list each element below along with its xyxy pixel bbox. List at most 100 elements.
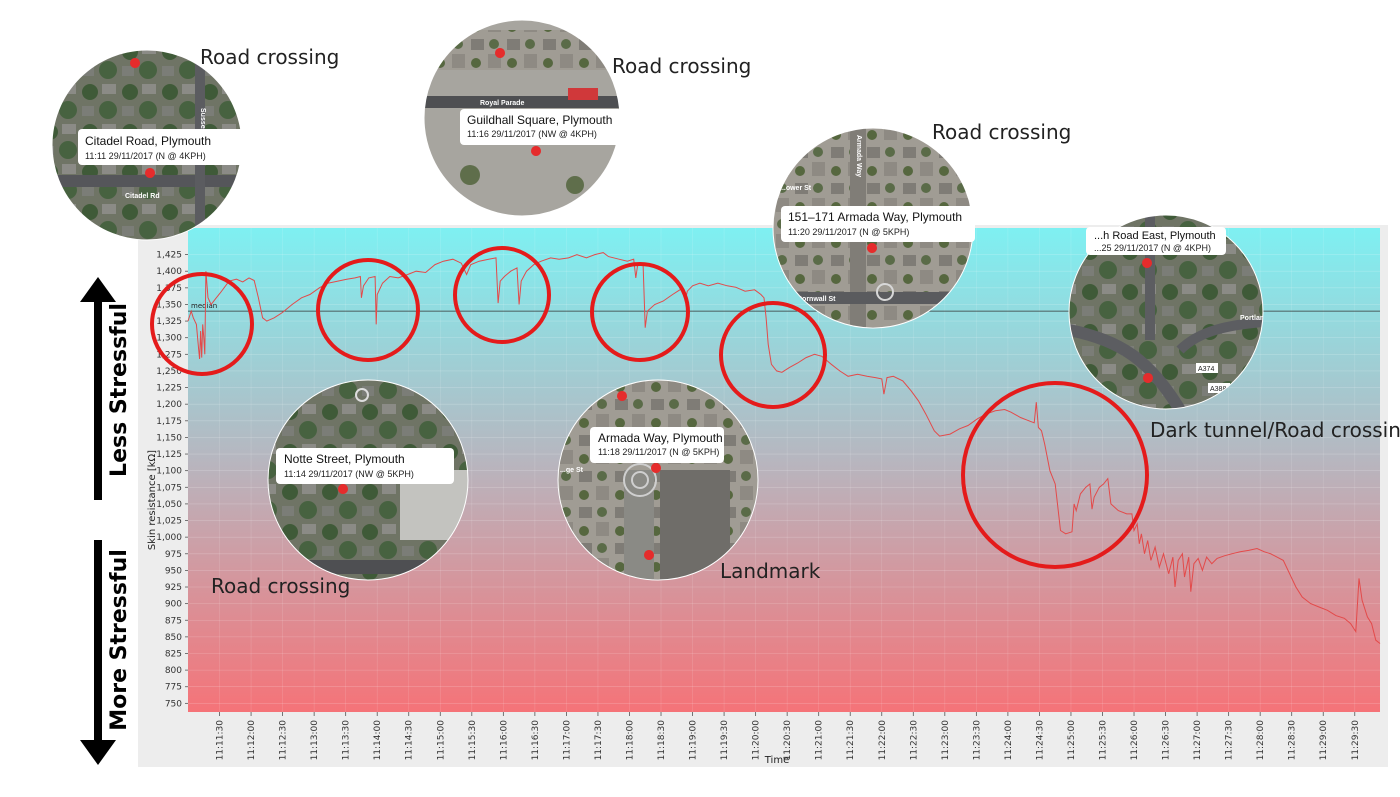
street-label: Royal Parade: [480, 100, 524, 107]
map-popup: [276, 448, 454, 484]
map-pin-icon: [867, 243, 878, 253]
x-tick-label: 11:15:00: [436, 720, 446, 761]
street-label: ...ge St: [560, 467, 584, 474]
y-tick-label: 950: [165, 566, 182, 576]
highlight-circle-3: [453, 246, 551, 344]
map-pin-icon: [1142, 258, 1153, 268]
map-popup-subtitle: 11:20 29/11/2017 (N @ 5KPH): [788, 227, 909, 237]
annotation-road-crossing-2: Road crossing: [612, 54, 751, 78]
x-tick-label: 11:25:30: [1098, 720, 1108, 761]
highlight-circle-2: [316, 258, 420, 362]
x-axis-title: Time: [764, 755, 789, 766]
x-tick-label: 11:12:00: [247, 720, 257, 761]
y-tick-label: 1,175: [156, 417, 182, 427]
y-axis-title: Skin resistance [kΩ]: [147, 450, 158, 550]
y-tick-label: 975: [165, 550, 182, 560]
y-tick-label: 1,000: [156, 533, 182, 543]
map-popup: [78, 129, 246, 165]
annotation-road-crossing-4: Road crossing: [211, 574, 350, 598]
street-label-extra: Sussex: [199, 108, 206, 133]
y-tick-label: 1,150: [156, 433, 182, 443]
x-tick-label: 11:19:30: [720, 720, 730, 761]
x-tick-label: 11:19:00: [689, 720, 699, 761]
map-pin-icon: [145, 168, 156, 178]
street-label: Portland: [1240, 315, 1268, 322]
map-pin-icon: [531, 146, 542, 156]
map-popup: [781, 206, 975, 242]
y-tick-label: 900: [165, 600, 182, 610]
less-stressful-label: Less Stressful: [107, 303, 132, 477]
y-tick-label: 1,325: [156, 317, 182, 327]
x-tick-label: 11:13:30: [342, 720, 352, 761]
down-arrowhead-icon: [80, 740, 116, 765]
x-tick-label: 11:22:00: [878, 720, 888, 761]
y-tick-label: 1,275: [156, 350, 182, 360]
x-tick-label: 11:15:30: [468, 720, 478, 761]
map-thumbnail-armada-way-151: Cornwall St ...ower St Armada Way 151–17…: [772, 127, 975, 329]
map-pin-icon: [644, 550, 655, 560]
x-tick-label: 11:26:30: [1162, 720, 1172, 761]
median-label: median: [191, 302, 217, 310]
x-tick-label: 11:13:00: [310, 720, 320, 761]
map-popup-title: Guildhall Square, Plymouth: [467, 113, 612, 127]
x-tick-label: 11:27:30: [1225, 720, 1235, 761]
map-thumbnail-guildhall-square: Royal Parade Guildhall Square, Plymouth …: [423, 19, 622, 217]
up-arrowhead-icon: [80, 277, 116, 302]
stress-highlights: [150, 246, 1149, 569]
map-popup-subtitle: ...25 29/11/2017 (N @ 4KPH): [1094, 243, 1211, 253]
highlight-circle-5: [719, 301, 827, 409]
street-label: Cornwall St: [797, 296, 836, 303]
x-tick-label: 11:18:30: [657, 720, 667, 761]
map-pin-icon: [495, 48, 506, 58]
y-tick-label: 1,100: [156, 467, 182, 477]
x-tick-label: 11:17:00: [562, 720, 572, 761]
x-tick-label: 11:23:30: [972, 720, 982, 761]
street-label-extra: ...ower St: [780, 185, 812, 192]
x-tick-label: 11:21:00: [815, 720, 825, 761]
x-tick-label: 11:14:00: [373, 720, 383, 761]
x-tick-label: 11:22:30: [909, 720, 919, 761]
stress-arrows: Less Stressful More Stressful: [80, 277, 132, 765]
y-tick-label: 1,250: [156, 367, 182, 377]
y-tick-label: 1,025: [156, 517, 182, 527]
y-tick-label: 825: [165, 649, 182, 659]
map-pin-icon: [651, 463, 662, 473]
y-tick-label: 775: [165, 683, 182, 693]
map-popup-subtitle: 11:14 29/11/2017 (NW @ 5KPH): [284, 469, 414, 479]
y-tick-label: 875: [165, 616, 182, 626]
map-pin-icon: [338, 484, 349, 494]
x-tick-label: 11:11:30: [216, 720, 226, 761]
x-tick-label: 11:20:30: [783, 720, 793, 761]
map-thumbnail-citadel-road: Citadel Rd Sussex Citadel Road, Plymouth…: [51, 49, 246, 241]
x-tick-label: 11:26:00: [1130, 720, 1140, 761]
y-tick-label: 1,425: [156, 251, 182, 261]
x-tick-label: 11:14:30: [405, 720, 415, 761]
series-line-skin-resistance: [187, 252, 1381, 644]
map-thumbnail-notte-street: Notte Street, Plymouth 11:14 29/11/2017 …: [267, 379, 469, 581]
map-pin-icon: [617, 391, 628, 401]
y-tick-label: 800: [165, 666, 182, 676]
annotation-road-crossing-1: Road crossing: [200, 45, 339, 69]
x-tick-label: 11:29:30: [1351, 720, 1361, 761]
annotation-road-crossing-3: Road crossing: [932, 120, 1071, 144]
highlight-circle-4: [590, 262, 690, 362]
map-thumbnail-armada-way: ...ge St Armada Way, Plymouth 11:18 29/1…: [557, 379, 759, 581]
y-tick-label: 1,300: [156, 334, 182, 344]
x-tick-label: 11:25:00: [1067, 720, 1077, 761]
map-popup-subtitle: 11:11 29/11/2017 (N @ 4KPH): [85, 151, 206, 161]
y-tick-label: 1,400: [156, 267, 182, 277]
x-tick-label: 11:16:00: [499, 720, 509, 761]
street-label-extra: Armada Way: [855, 135, 862, 177]
map-pin-icon: [1143, 373, 1154, 383]
map-popup-title: Notte Street, Plymouth: [284, 452, 405, 466]
map-popup-title: ...h Road East, Plymouth: [1094, 230, 1216, 242]
y-tick-label: 750: [165, 699, 182, 709]
y-tick-label: 850: [165, 633, 182, 643]
map-popup-title: Citadel Road, Plymouth: [85, 134, 211, 148]
x-tick-label: 11:17:30: [594, 720, 604, 761]
x-tick-label: 11:28:00: [1256, 720, 1266, 761]
road-label-a374: A374: [1198, 366, 1214, 373]
y-tick-label: 1,350: [156, 300, 182, 310]
annotation-landmark: Landmark: [720, 559, 821, 583]
